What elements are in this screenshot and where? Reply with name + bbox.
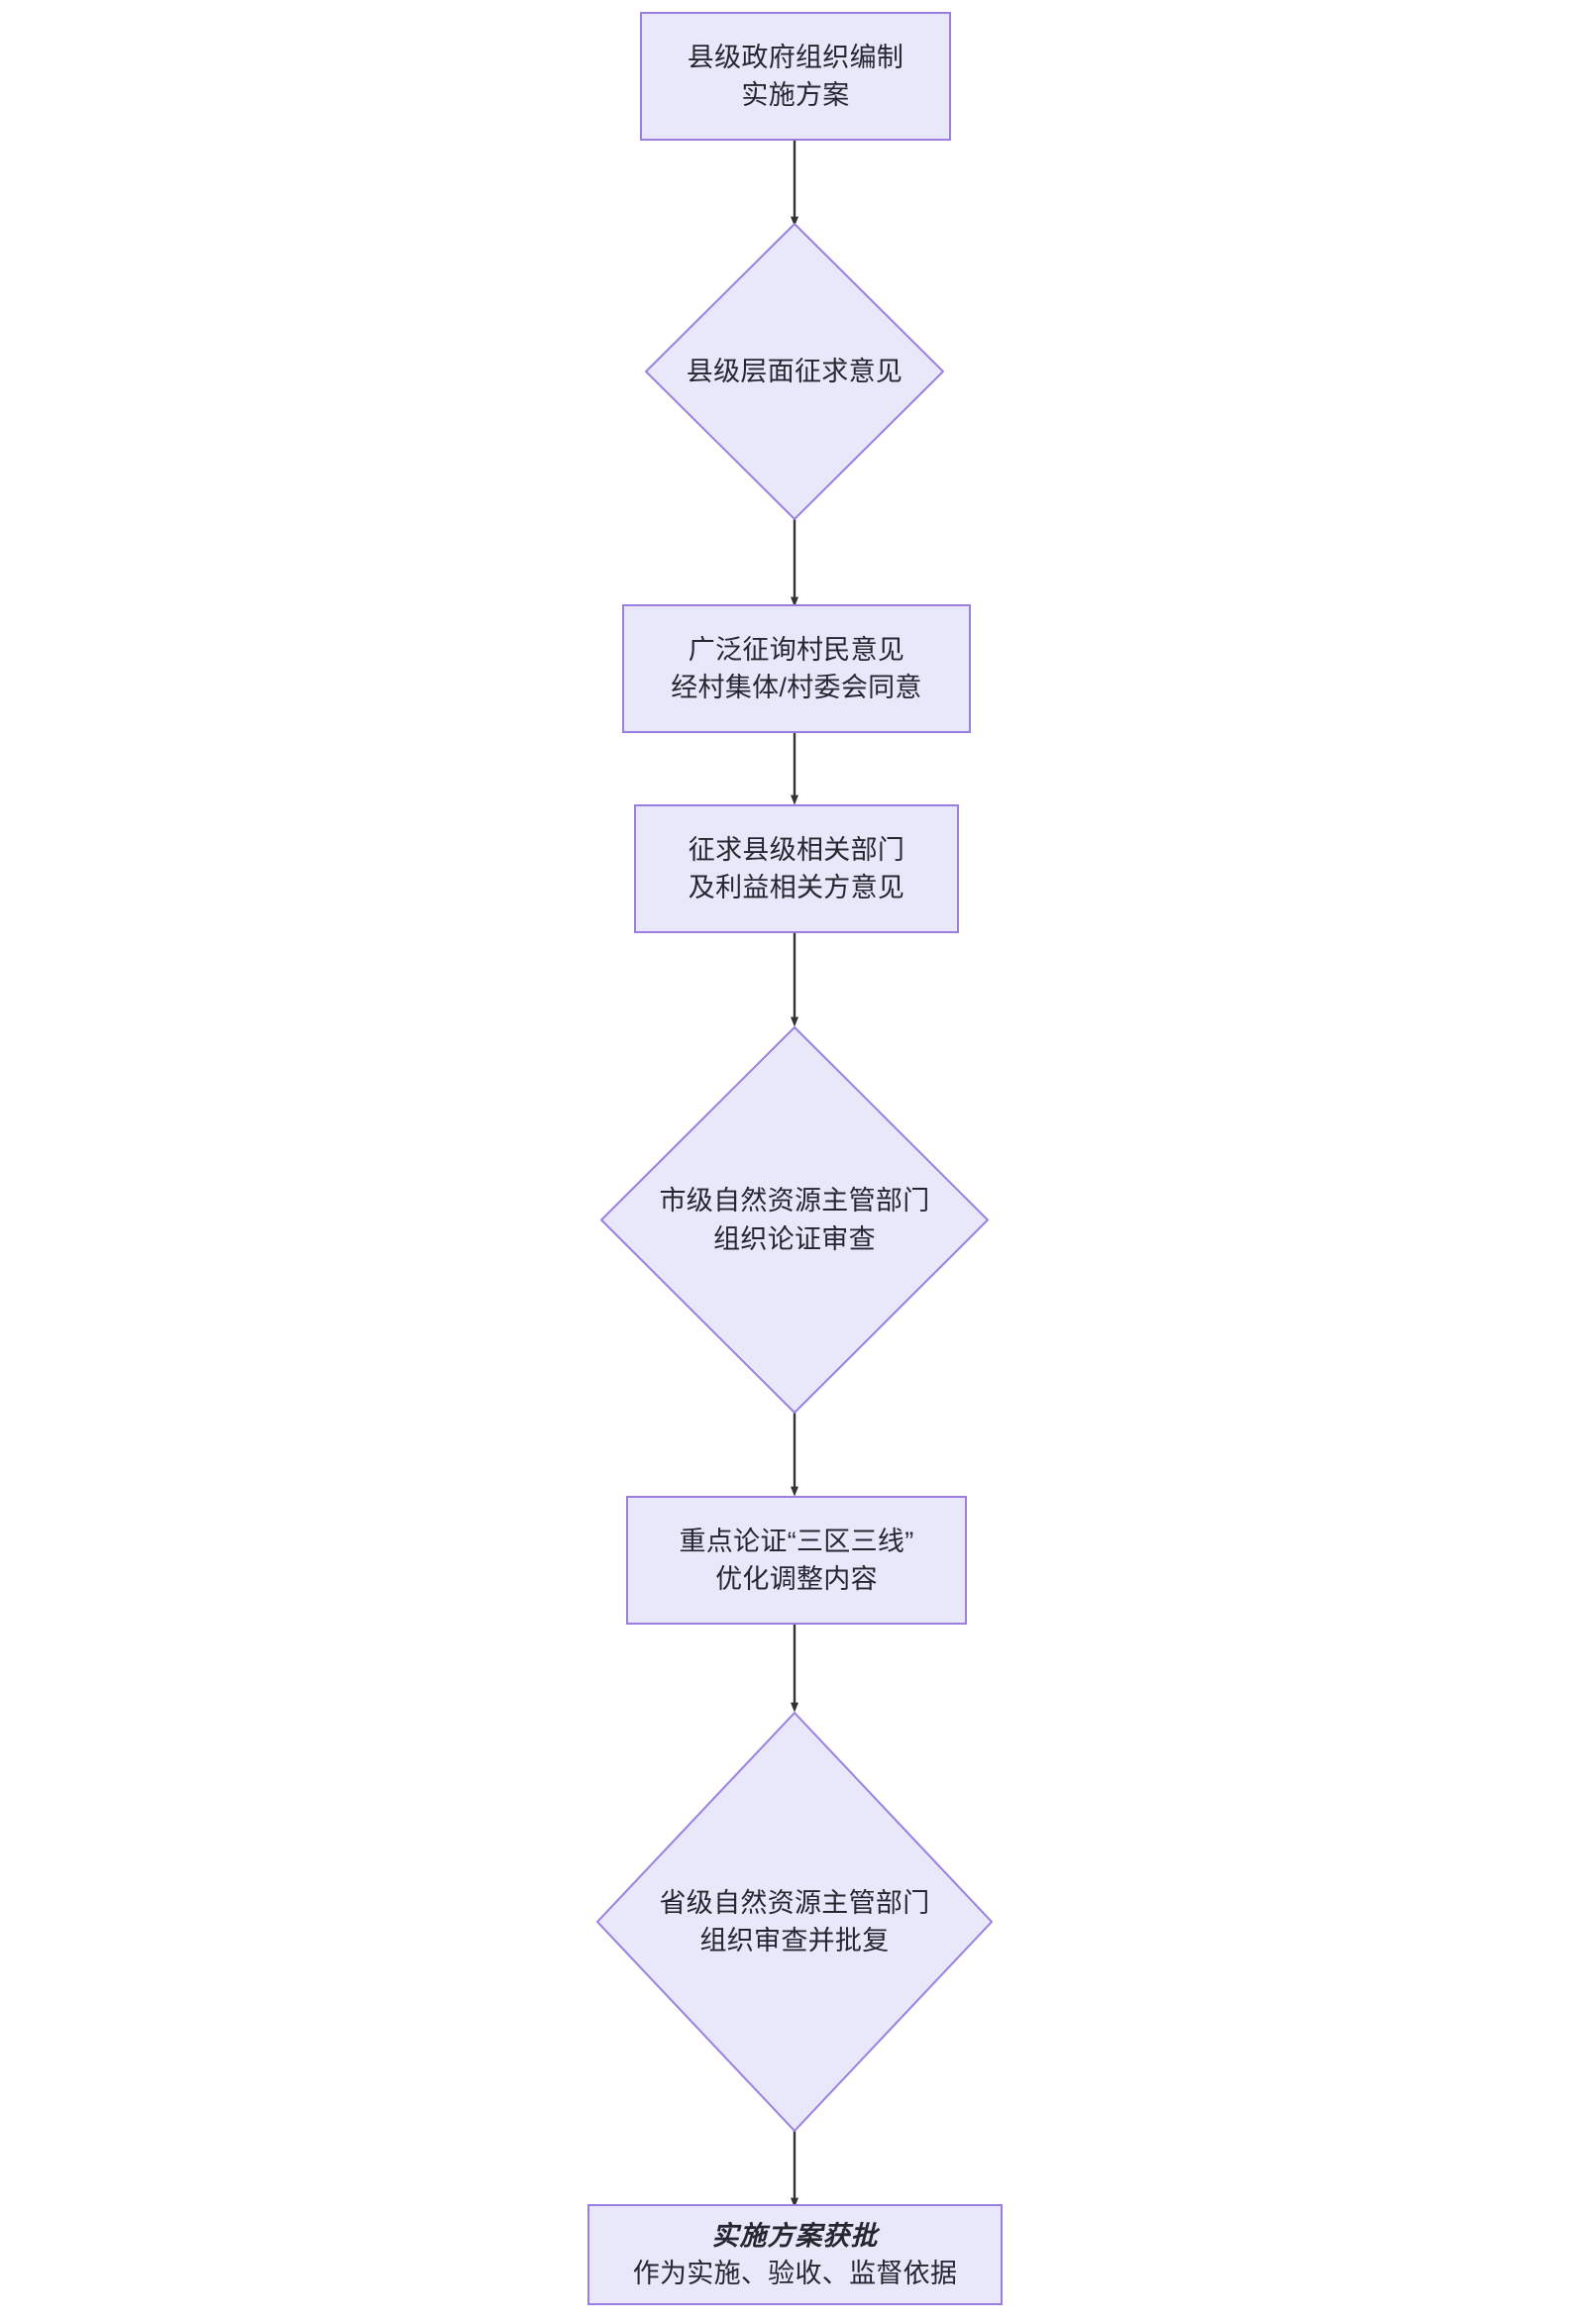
- node-provincial-resources-approval[interactable]: 省级自然资源主管部门 组织审查并批复: [596, 1712, 993, 2132]
- edge-n2-n3: [791, 515, 798, 607]
- node-label-line: 优化调整内容: [715, 1564, 878, 1594]
- node-label-line: 征求县级相关部门: [688, 834, 905, 865]
- node-label-line: 及利益相关方意见: [688, 873, 905, 902]
- node-municipal-resources-review[interactable]: 市级自然资源主管部门 组织论证审查: [600, 1026, 989, 1414]
- node-label-line: 实施方案: [741, 80, 850, 110]
- node-county-government-drafts-plan[interactable]: 县级政府组织编制 实施方案: [640, 12, 951, 141]
- edge-n7-n8: [791, 2126, 798, 2208]
- node-label: 重点论证“三区三线” 优化调整内容: [628, 1523, 965, 1599]
- node-label-line: 广泛征询村民意见: [688, 634, 905, 665]
- node-plan-approved-result[interactable]: 实施方案获批 作为实施、验收、监督依据: [587, 2204, 1003, 2305]
- node-label-line: 重点论证“三区三线”: [679, 1526, 914, 1556]
- node-label: 实施方案获批 作为实施、验收、监督依据: [589, 2217, 1001, 2293]
- node-label: 广泛征询村民意见 经村集体/村委会同意: [624, 631, 969, 707]
- node-label: 征求县级相关部门 及利益相关方意见: [636, 831, 957, 907]
- edge-n1-n2: [791, 137, 798, 227]
- node-county-level-consultation[interactable]: 县级层面征求意见: [645, 223, 944, 520]
- edge-n4-n5: [791, 929, 798, 1027]
- diamond-shape: [596, 1712, 993, 2132]
- edge-n3-n4: [791, 729, 798, 805]
- node-label-line: 作为实施、验收、监督依据: [632, 2259, 958, 2288]
- node-label: 县级政府组织编制 实施方案: [642, 39, 949, 115]
- diamond-shape: [600, 1026, 989, 1414]
- node-label-line: 县级政府组织编制: [687, 42, 904, 72]
- diamond-shape: [645, 223, 944, 520]
- edge-n6-n7: [791, 1621, 798, 1713]
- node-three-zones-three-lines-review[interactable]: 重点论证“三区三线” 优化调整内容: [626, 1496, 967, 1625]
- node-villager-consultation-approval[interactable]: 广泛征询村民意见 经村集体/村委会同意: [622, 604, 971, 733]
- edge-n5-n6: [791, 1409, 798, 1497]
- node-label-line: 经村集体/村委会同意: [671, 673, 922, 702]
- node-label-line-emphasis: 实施方案获批: [711, 2220, 879, 2251]
- node-county-departments-stakeholders[interactable]: 征求县级相关部门 及利益相关方意见: [634, 804, 959, 933]
